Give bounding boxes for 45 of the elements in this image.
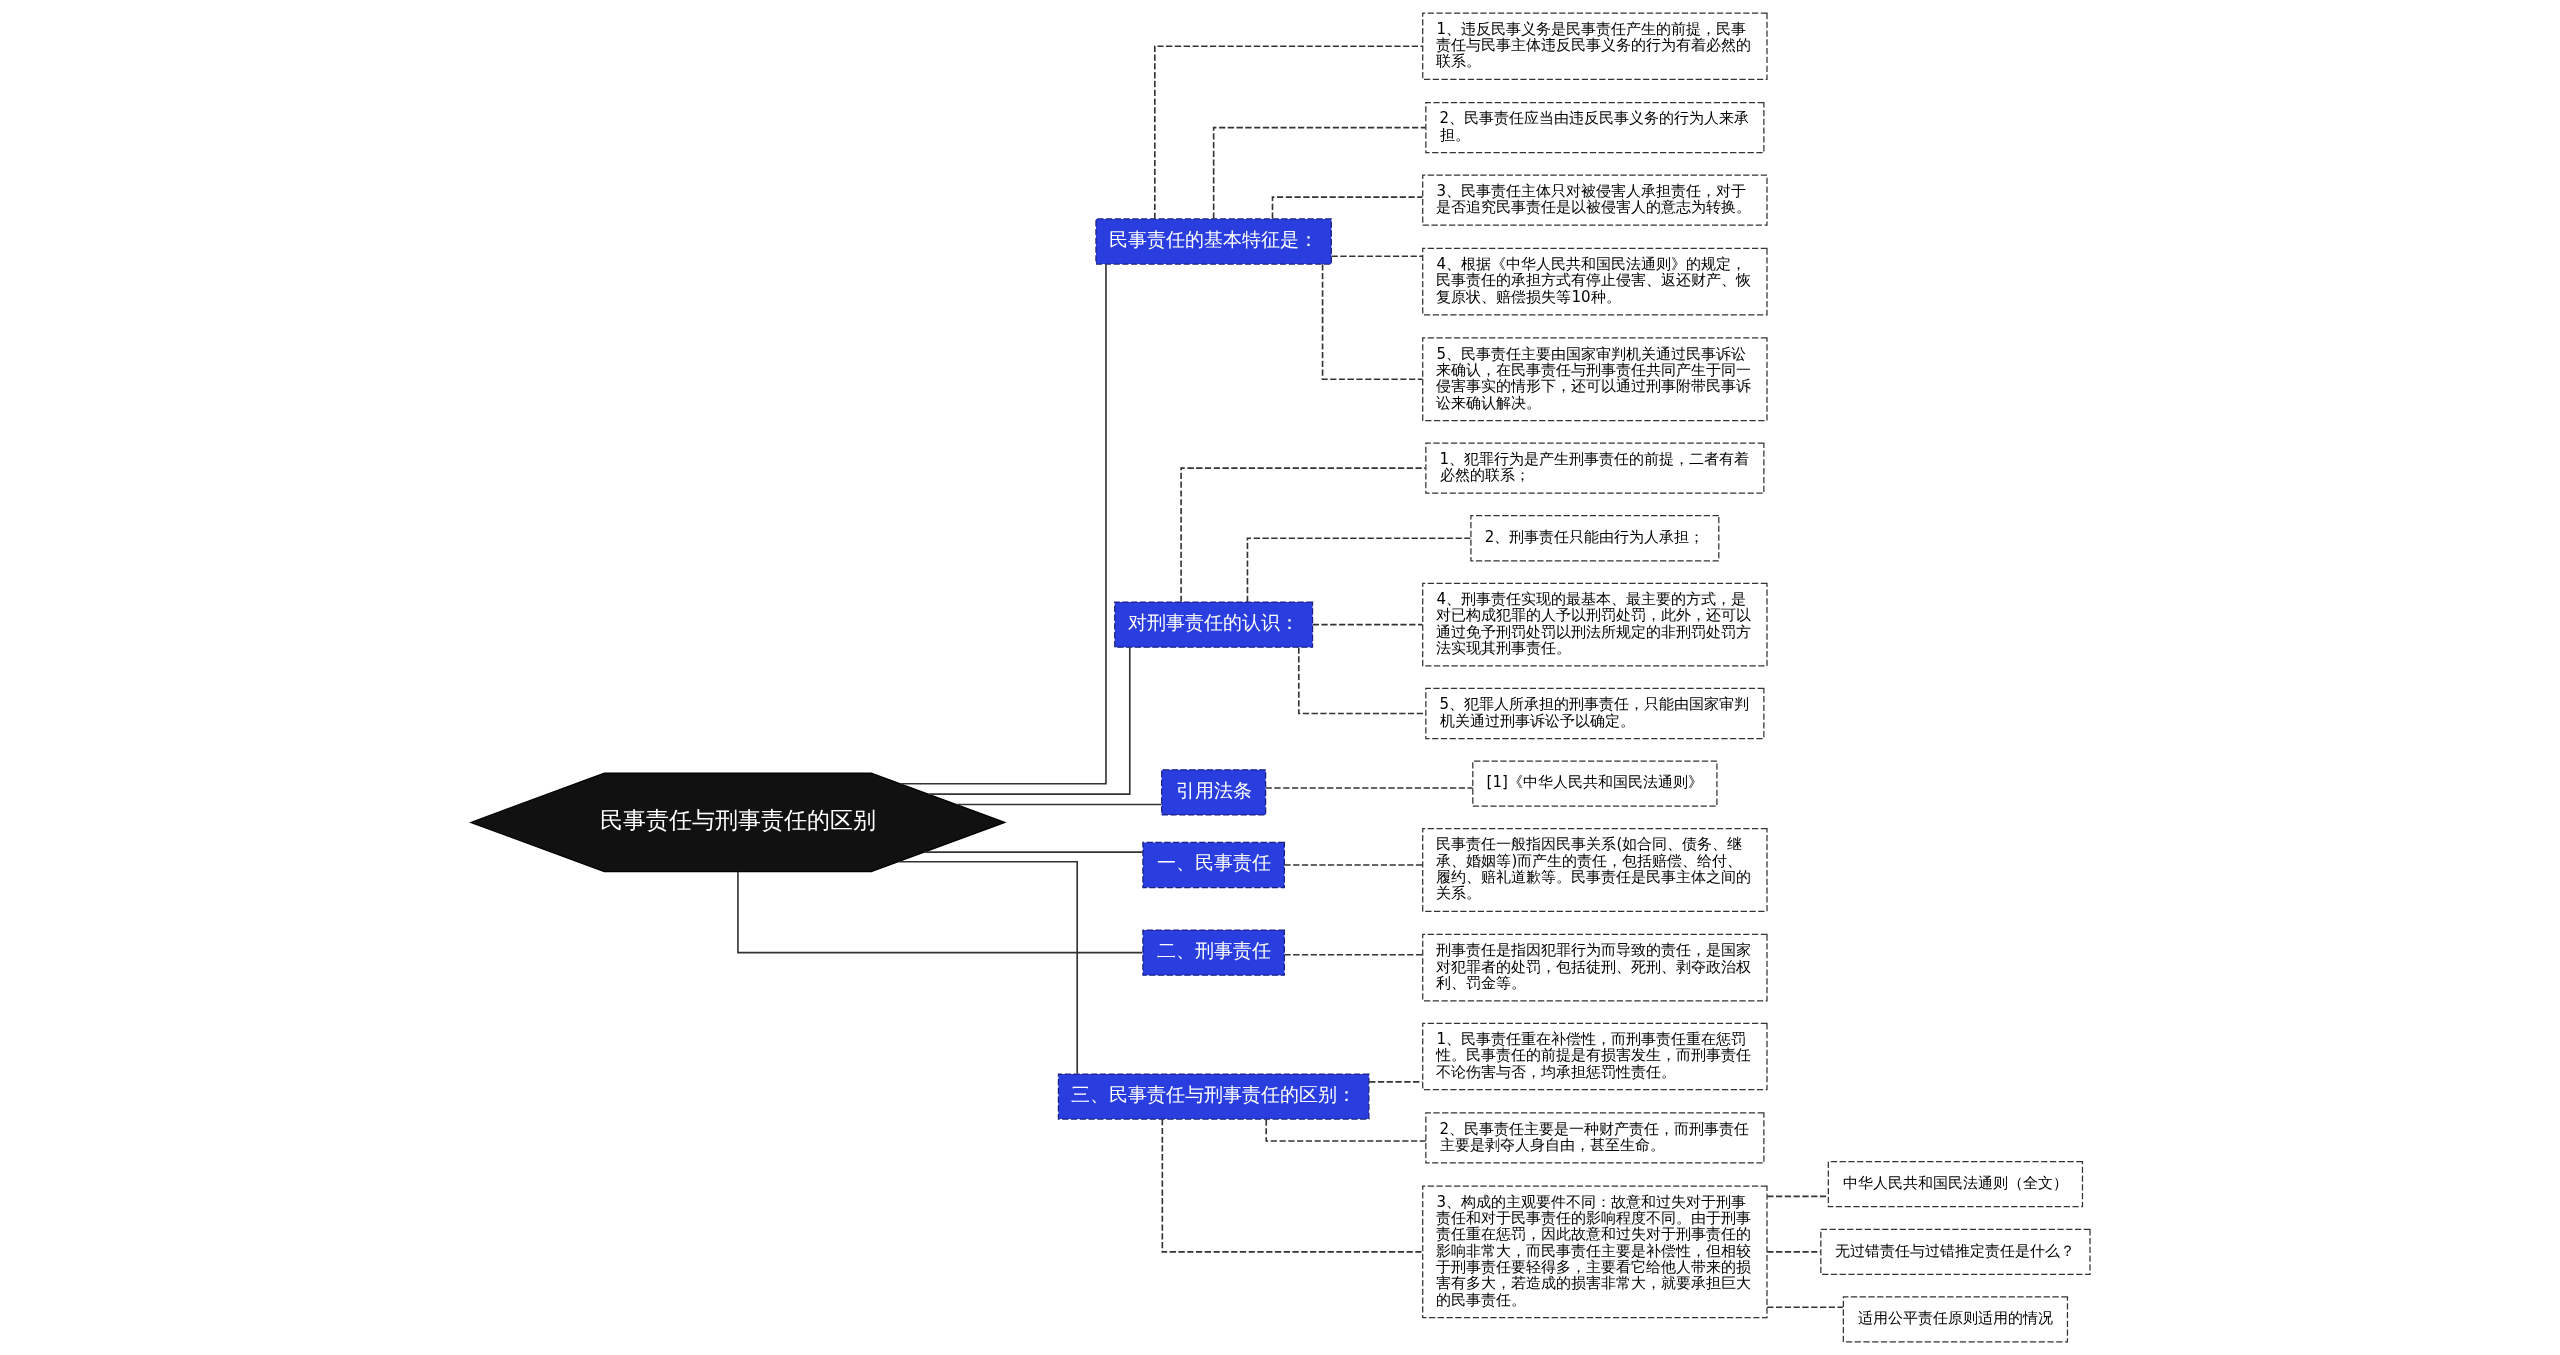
connector [1264,787,1474,789]
node-box: 对刑事责任的认识： [1113,601,1313,648]
node-box: 4、刑事责任实现的最基本、最主要的方式，是对已构成犯罪的人予以刑罚处罚，此外，还可以通过免予刑罚处罚以刑法所规定的非刑罚处罚方法实现其刑事责任。 [1421,582,1768,667]
node-box: 2、刑事责任只能由行为人承担； [1469,515,1719,562]
node-box: 中华人民共和国民法通则（全文） [1827,1161,2083,1208]
node-box: 民事责任的基本特征是： [1094,218,1332,265]
connector [1153,45,1423,220]
connector [897,860,1078,1075]
node-box: 5、民事责任主要由国家审判机关通过民事诉讼来确认，在民事责任与刑事责任共同产生于同一侵害事实的情形下，还可以通过刑事附带民事诉讼来确认解决。 [1421,337,1768,422]
node-box: 民事责任一般指因民事关系(如合同、债务、继承、婚姻等)而产生的责任，包括赔偿、给付、履约、赔礼道歉等。民事责任是民事主体之间的关系。 [1421,828,1768,912]
node-box: 2、民事责任应当由违反民事义务的行为人来承担。 [1424,101,1764,154]
connector [1765,1306,1844,1309]
node-box: [1]《中华人民共和国民法通则》 [1471,760,1718,807]
connector [1765,1251,1821,1253]
node-box: 刑事责任是指因犯罪行为而导致的责任，是国家对犯罪者的处罚，包括徒刑、死刑、剥夺政治权利、罚金等。 [1421,933,1768,1002]
node-box: 5、犯罪人所承担的刑事责任，只能由国家审判机关通过刑事诉讼予以确定。 [1424,687,1764,740]
connector [927,646,1131,795]
node-box: 一、民事责任 [1141,841,1285,889]
connector [1321,263,1423,381]
node-box: 1、犯罪行为是产生刑事责任的前提，二者有着必然的联系； [1424,442,1764,494]
node-box: 3、民事责任主体只对被侵害人承担责任，对于是否追究民事责任是以被侵害人的意志为转换。 [1421,174,1768,226]
connector [1297,646,1426,715]
connector [1161,1118,1423,1253]
node-box: 1、违反民事义务是民事责任产生的前提，民事责任与民事主体违反民事义务的行为有着必然的联系。 [1421,12,1768,81]
connector [1283,954,1423,956]
node-box: 无过错责任与过错推定责任是什么？ [1819,1228,2091,1275]
connector [1212,126,1426,220]
node-box: 1、民事责任重在补偿性，而刑事责任重在惩罚性。民事责任的前提是有损害发生，而刑事责任不论伤害与否，均承担惩罚性责任。 [1421,1022,1768,1091]
connector [899,263,1107,785]
connector [1330,255,1423,258]
connector [736,870,1143,954]
connector [955,803,1162,806]
node-box: 二、刑事责任 [1141,929,1285,976]
connector [1179,467,1426,603]
connector [1311,623,1423,626]
connector [1246,537,1472,603]
node-box: 4、根据《中华人民共和国民法通则》的规定，民事责任的承担方式有停止侵害、返还财产、恢复原状、赔偿损失等10种。 [1421,247,1768,316]
node-box: 三、民事责任与刑事责任的区别： [1057,1073,1369,1120]
node-box: 3、构成的主观要件不同：故意和过失对于刑事责任和对于民事责任的影响程度不同。由于刑事责任重在惩罚，因此故意和过失对于刑事责任的影响非常大，而民事责任主要是补偿性，但相较于刑事责任要轻得多，主要看它给他人带来的损害有多大，若造成的损害非常大，就要承担巨大的民事责任。 [1421,1185,1768,1319]
connector [1765,1195,1829,1198]
node-box: 适用公平责任原则适用的情况 [1842,1296,2068,1343]
connector [923,851,1143,853]
node-box: 引用法条 [1160,769,1266,816]
node-box: 2、民事责任主要是一种财产责任，而刑事责任主要是剥夺人身自由，甚至生命。 [1424,1112,1764,1164]
connector [1283,864,1423,866]
